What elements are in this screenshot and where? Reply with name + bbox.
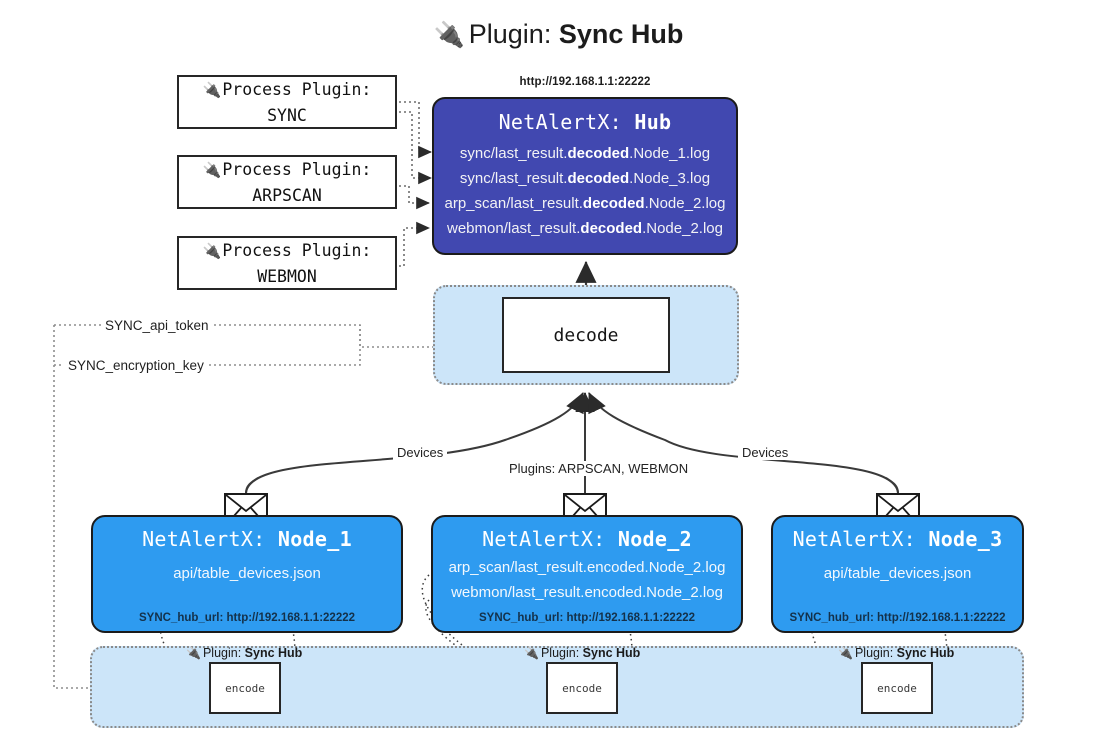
hub-log-line: arp_scan/last_result.decoded.Node_2.log [444,195,726,212]
encode-plugin-label-3: 🔌Plugin: Sync Hub [838,646,955,660]
decode-box[interactable]: decode [502,297,670,373]
process-plugin-arpscan[interactable]: 🔌Process Plugin: ARPSCAN [177,155,397,209]
sync-encryption-key-label: SYNC_encryption_key [64,358,208,373]
connector-webmon-to-hub [399,221,430,267]
node-2-title: NetAlertX: Node_2 [482,527,692,551]
node-1[interactable]: NetAlertX: Node_1 api/table_devices.json… [91,515,403,633]
hub-log-line: sync/last_result.decoded.Node_1.log [459,145,711,162]
encode-box-3[interactable]: encode [861,662,933,714]
connector-sync-encryption-key [53,325,143,695]
plug-icon: 🔌 [524,646,539,660]
process-plugin-sync-line1: 🔌Process Plugin: [202,79,372,99]
node-line: api/table_devices.json [823,565,972,582]
encode-plugin-label-2: 🔌Plugin: Sync Hub [524,646,641,660]
connector-sync-to-hub-2 [399,111,432,185]
hub-title: NetAlertX: Hub [498,110,672,134]
connector-node1-to-decode [245,392,584,495]
node-line: arp_scan/last_result.encoded.Node_2.log [448,559,726,576]
process-plugin-webmon-name: WEBMON [257,266,317,286]
node-3-title: NetAlertX: Node_3 [792,527,1003,551]
envelope-stems [245,477,899,494]
hub-log-list: sync/last_result.decoded.Node_1.log sync… [434,141,736,241]
encode-box-1[interactable]: encode [209,662,281,714]
connector-sync-to-hub [399,101,432,159]
node-line: webmon/last_result.encoded.Node_2.log [451,584,723,601]
edge-label-devices-right: Devices [738,445,793,460]
process-plugin-arpscan-line1: 🔌Process Plugin: [202,159,372,179]
connector-node3-to-decode [588,392,899,495]
page-title: 🔌Plugin: Sync Hub [0,17,1117,52]
plug-icon: 🔌 [186,646,201,660]
plug-icon: 🔌 [433,21,465,49]
process-plugin-sync-name: SYNC [267,105,307,125]
hub-node[interactable]: NetAlertX: Hub sync/last_result.decoded.… [432,97,738,255]
node-1-hub-url: SYNC_hub_url: http://192.168.1.1:22222 [138,612,356,624]
node-3[interactable]: NetAlertX: Node_3 api/table_devices.json… [771,515,1024,633]
node-1-lines: api/table_devices.json [93,561,401,586]
node-line: api/table_devices.json [173,565,321,582]
node-1-title: NetAlertX: Node_1 [142,527,352,551]
process-plugin-webmon-line1: 🔌Process Plugin: [202,240,372,260]
page-title-name: Sync Hub [558,19,684,49]
plug-icon: 🔌 [202,241,222,260]
encode-plugin-label-1: 🔌Plugin: Sync Hub [186,646,303,660]
plug-icon: 🔌 [202,80,222,99]
page-title-prefix: Plugin: [468,19,559,49]
process-plugin-sync[interactable]: 🔌Process Plugin: SYNC [177,75,397,129]
connector-arpscan-to-hub [399,185,430,210]
plug-icon: 🔌 [202,160,222,179]
edge-label-devices-left: Devices [393,445,448,460]
hub-log-line: webmon/last_result.decoded.Node_2.log [447,220,723,237]
node-2-lines: arp_scan/last_result.encoded.Node_2.log … [433,555,741,605]
plug-icon: 🔌 [838,646,853,660]
hub-log-line: sync/last_result.decoded.Node_3.log [459,170,711,187]
node-2[interactable]: NetAlertX: Node_2 arp_scan/last_result.e… [431,515,743,633]
process-plugin-arpscan-name: ARPSCAN [252,185,322,205]
node-3-hub-url: SYNC_hub_url: http://192.168.1.1:22222 [789,612,1006,624]
sync-api-token-label: SYNC_api_token [101,318,213,333]
node-3-lines: api/table_devices.json [773,561,1022,586]
hub-url-label: http://192.168.1.1:22222 [519,76,651,88]
process-plugin-webmon[interactable]: 🔌Process Plugin: WEBMON [177,236,397,290]
edge-label-plugins: Plugins: ARPSCAN, WEBMON [505,461,693,476]
node-2-hub-url: SYNC_hub_url: http://192.168.1.1:22222 [478,612,696,624]
encode-box-2[interactable]: encode [546,662,618,714]
